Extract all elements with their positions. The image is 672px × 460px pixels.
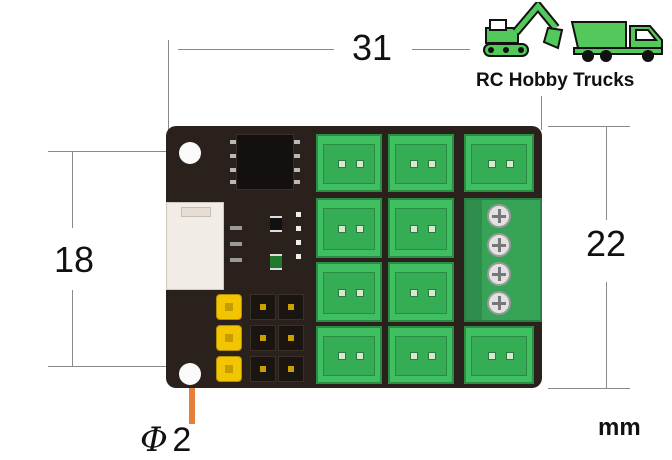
screw-icon <box>487 262 511 286</box>
smd-pad <box>296 254 301 259</box>
yellow-header-pin <box>216 356 242 382</box>
screw-icon <box>487 291 511 315</box>
black-header-pin <box>250 356 276 382</box>
black-header-pin <box>250 294 276 320</box>
top-dim-line-left <box>178 49 334 50</box>
ic-lead <box>294 180 300 184</box>
right-dim-line-top <box>606 127 607 220</box>
screw-icon <box>487 233 511 257</box>
mounting-hole-top-left <box>179 142 201 164</box>
brand-name: RC Hobby Trucks <box>476 70 635 91</box>
left-dim-ext-bottom <box>48 366 188 367</box>
white-power-connector <box>166 202 224 290</box>
left-dim-line-top <box>72 152 73 228</box>
left-height-dimension-label: 18 <box>54 239 95 280</box>
connector-pin <box>230 226 242 230</box>
black-header-pin <box>278 356 304 382</box>
top-dim-line-right <box>412 49 470 50</box>
excavator-icon <box>482 0 564 60</box>
left-dim-line-bottom <box>72 290 73 366</box>
smd-pad <box>296 212 301 217</box>
smd-pad <box>296 240 301 245</box>
left-dim-ext-top <box>48 151 188 152</box>
dump-truck-icon <box>570 14 666 64</box>
top-dim-ext-right <box>541 96 542 130</box>
ic-lead <box>230 140 236 144</box>
right-dim-ext-top <box>548 126 630 127</box>
yellow-header-pin <box>216 294 242 320</box>
right-dim-line-bottom <box>606 282 607 388</box>
smd-led <box>270 254 282 270</box>
green-connector <box>388 134 454 192</box>
yellow-header-pin <box>216 325 242 351</box>
green-connector <box>464 134 534 192</box>
black-header-pin <box>278 294 304 320</box>
connector-latch <box>181 207 211 217</box>
mounting-hole-bottom-left <box>179 363 201 385</box>
green-connector <box>316 134 382 192</box>
width-dimension-label: 31 <box>352 27 393 68</box>
green-connector <box>388 326 454 384</box>
ic-lead <box>230 154 236 158</box>
ic-lead <box>294 154 300 158</box>
pcb-board <box>166 126 542 388</box>
ic-lead <box>230 180 236 184</box>
black-header-pin <box>250 325 276 351</box>
green-connector <box>316 198 382 258</box>
diameter-value: 2 <box>172 421 192 459</box>
unit-label: mm <box>598 414 641 441</box>
connector-pin <box>230 258 242 262</box>
terminal-side <box>466 200 482 320</box>
ic-lead <box>294 140 300 144</box>
green-connector <box>464 326 534 384</box>
green-connector <box>388 198 454 258</box>
right-dim-ext-bottom <box>548 388 630 389</box>
ic-chip <box>236 134 294 190</box>
right-height-dimension-label: 22 <box>586 223 627 264</box>
green-connector <box>388 262 454 322</box>
green-connector <box>316 262 382 322</box>
ic-lead <box>294 168 300 172</box>
top-dim-ext-left <box>168 40 169 130</box>
black-header-pin <box>278 325 304 351</box>
connector-pin <box>230 242 242 246</box>
smd-pad <box>296 226 301 231</box>
hole-diameter-label: Φ 2 <box>140 420 191 460</box>
green-connector <box>316 326 382 384</box>
ic-lead <box>230 168 236 172</box>
screw-icon <box>487 204 511 228</box>
diameter-symbol: Φ <box>140 420 168 460</box>
smd-resistor <box>270 216 282 232</box>
